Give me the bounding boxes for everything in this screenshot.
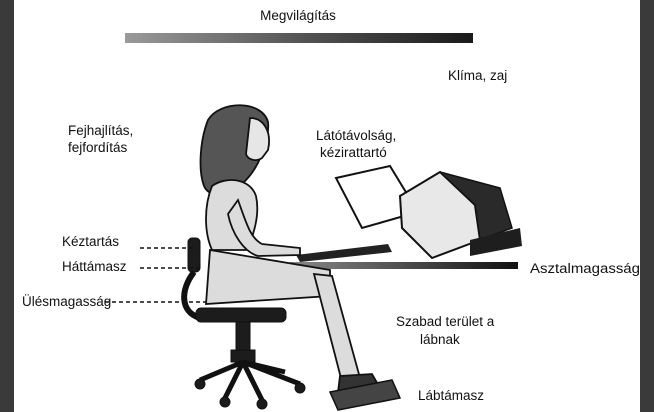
label-free-space-line2: lábnak bbox=[420, 332, 460, 347]
lighting-bar bbox=[125, 33, 473, 43]
label-seat-height: Ülésmagasság bbox=[22, 294, 111, 309]
desk-top bbox=[290, 262, 518, 269]
label-head-tilt: Fejhajlítás, bbox=[68, 123, 133, 138]
label-lighting: Megvilágítás bbox=[260, 8, 336, 23]
label-hand-rest: Kéztartás bbox=[62, 234, 119, 249]
label-desk-height: Asztalmagasság bbox=[530, 261, 640, 276]
label-view-distance: Látótávolság, bbox=[316, 128, 396, 143]
label-backrest: Háttámasz bbox=[62, 259, 127, 274]
label-manuscript-holder: kézirattartó bbox=[320, 145, 387, 160]
label-free-space-line1: Szabad terület a bbox=[396, 314, 495, 329]
left-page-edge bbox=[0, 0, 14, 412]
label-head-turn: fejfordítás bbox=[68, 140, 128, 155]
label-footrest: Lábtámasz bbox=[418, 388, 484, 403]
label-climate-noise: Klíma, zaj bbox=[448, 68, 507, 83]
right-page-edge bbox=[640, 0, 654, 412]
